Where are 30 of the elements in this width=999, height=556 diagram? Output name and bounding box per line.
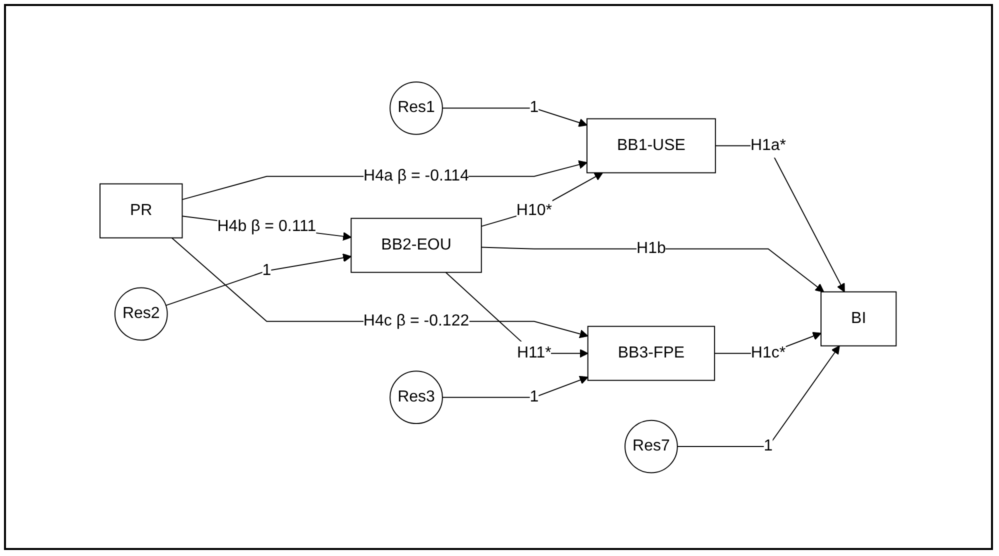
arrow: [481, 172, 604, 226]
arrow: [172, 237, 589, 338]
edge-label: H10*: [516, 202, 552, 218]
edge-label: H1b: [636, 240, 666, 256]
edge-label: H1c*: [751, 344, 786, 361]
arrow: [481, 246, 825, 292]
edge-label: 1: [262, 262, 272, 278]
node-circle: [624, 420, 678, 473]
arrow: [442, 376, 589, 398]
node-box: [351, 218, 482, 272]
edge-label: 1: [530, 98, 540, 116]
edge-label: H1a*: [750, 136, 786, 154]
arrow: [677, 345, 840, 447]
node-box: [820, 291, 898, 346]
arrow: [182, 160, 588, 200]
edge-label: H4a β = -0.114: [364, 167, 470, 184]
node-box: [588, 326, 716, 380]
edge-label: 1: [530, 388, 540, 405]
edge-label: H4c β = -0.122: [364, 312, 470, 329]
arrow: [442, 107, 588, 127]
node-circle: [390, 370, 444, 424]
node-box: [100, 183, 184, 238]
arrow: [166, 253, 352, 306]
node-circle: [390, 81, 444, 134]
diagram-frame: 1 H4a β = -0.114 H4b β = 0.111 H4c β = -0.122 H10* H11* H1a* H1b H1c* 1 1 1 PR Res1 BB1-USE BB2-EOU Res2 BI Res7 Res3 BB3-FPE: [4, 4, 993, 550]
node-box: [586, 118, 716, 173]
edge-label: H11*: [517, 344, 552, 361]
edge-label: H4b β = 0.111: [218, 218, 317, 234]
node-circle: [114, 286, 168, 340]
edge-label: 1: [764, 437, 774, 454]
